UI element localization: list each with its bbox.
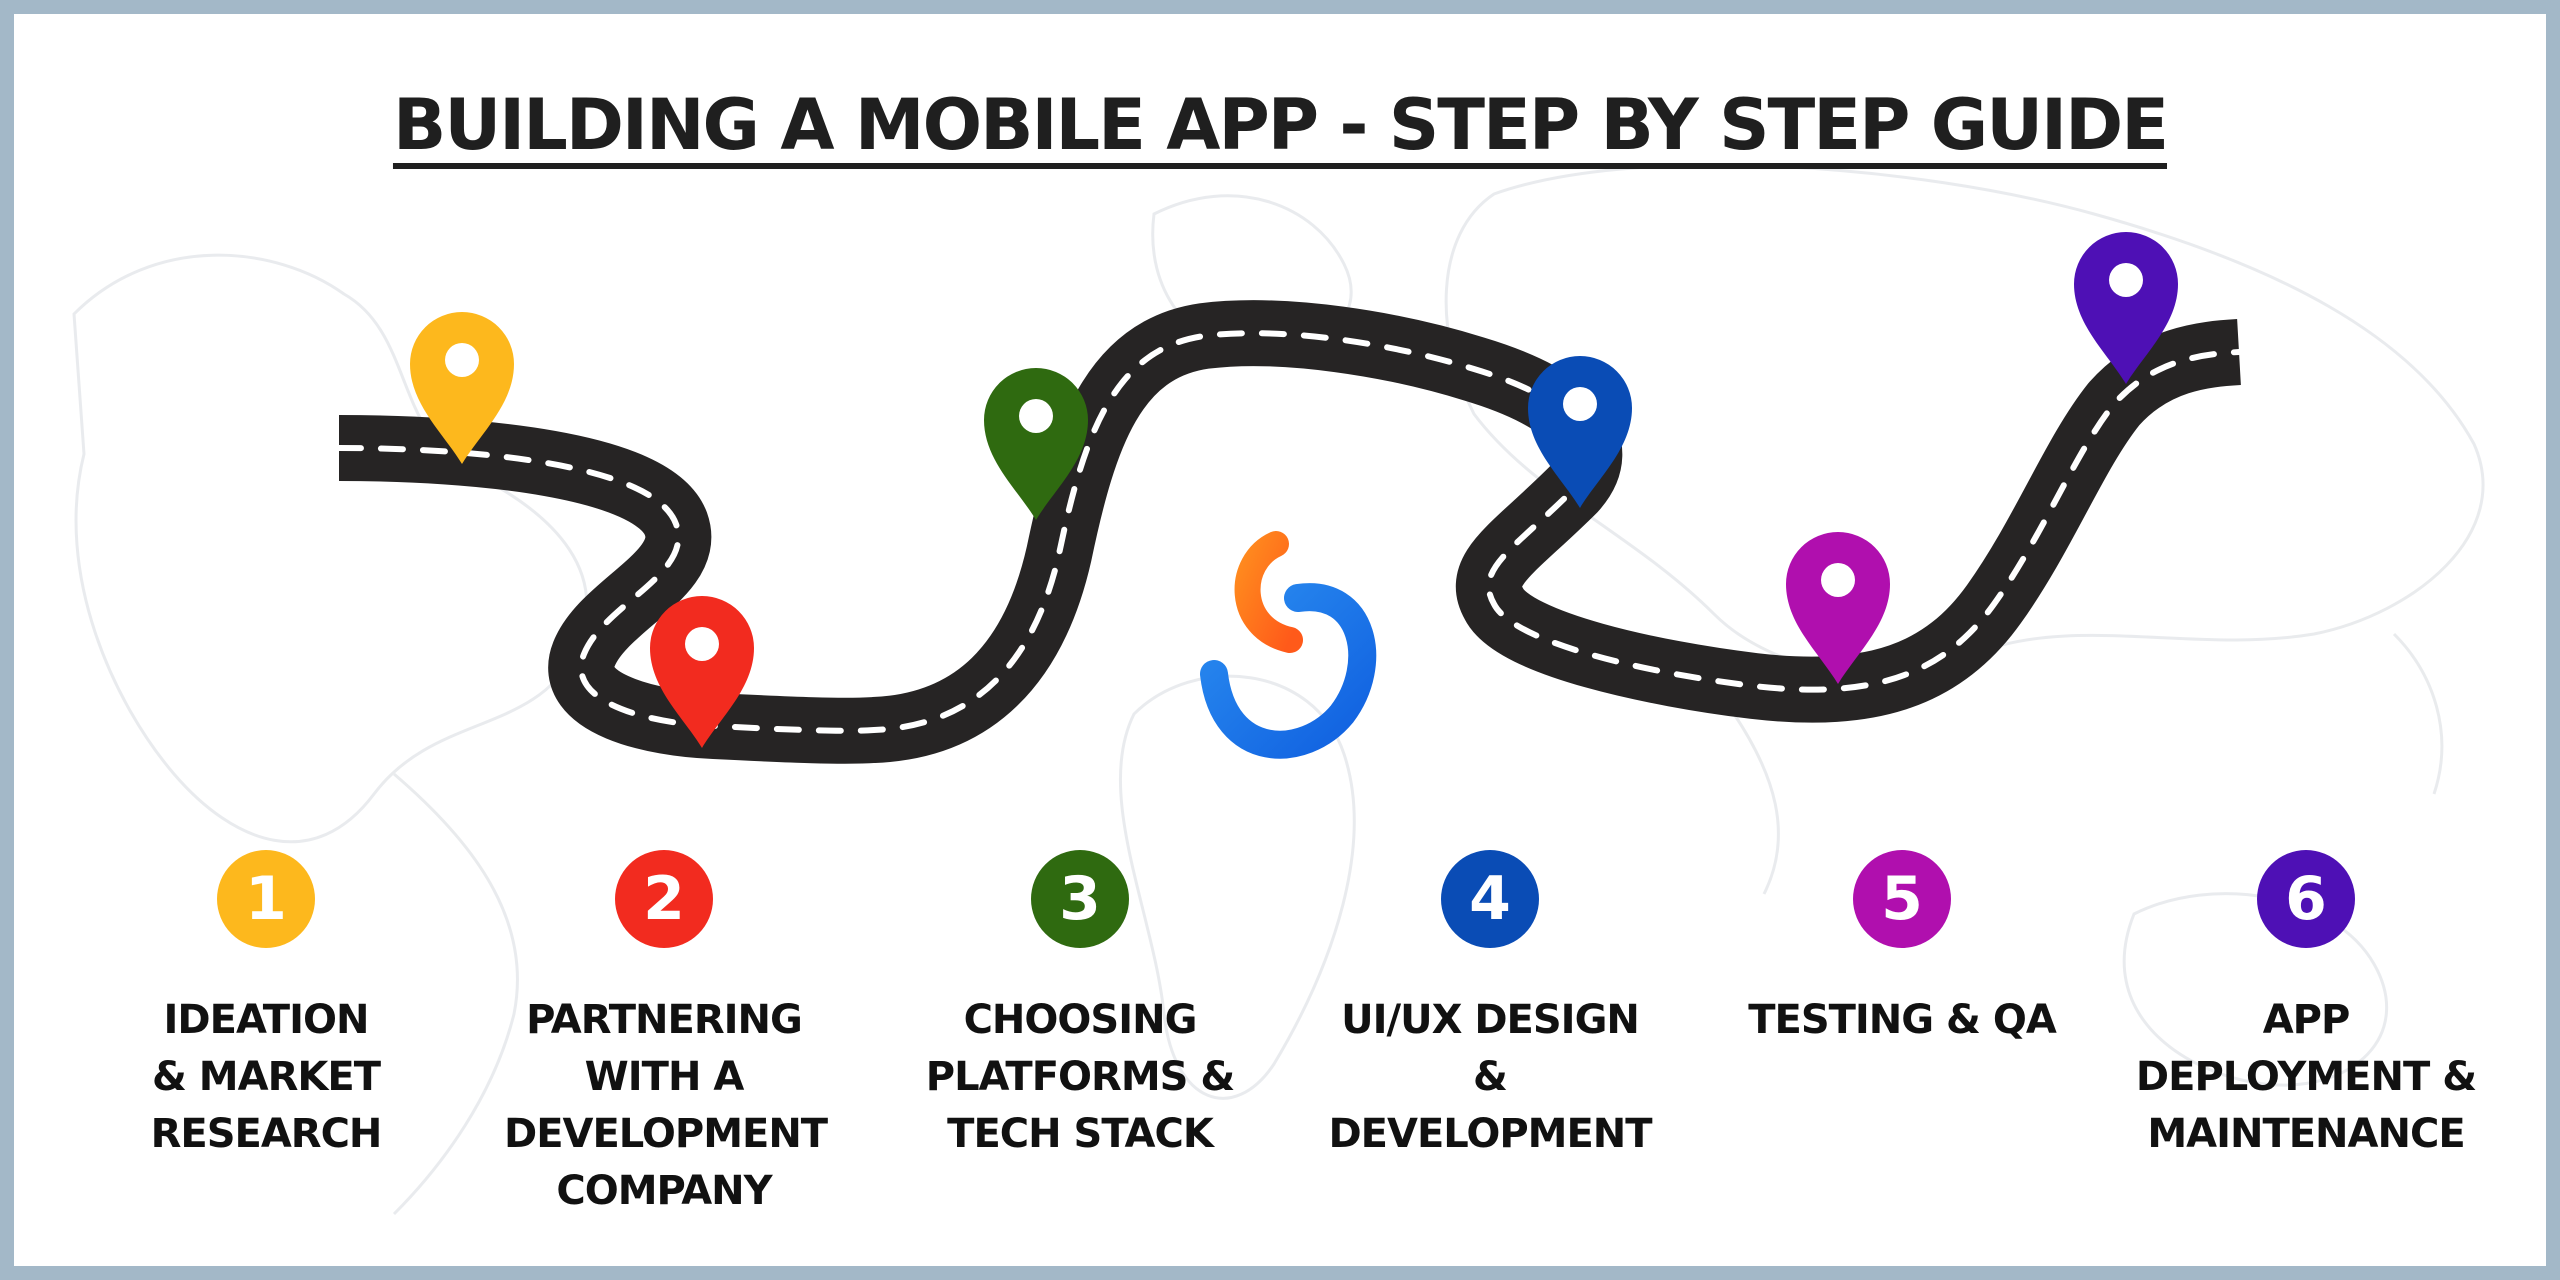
map-pin-icon xyxy=(984,368,1088,520)
step-5: 5 TESTING & QA xyxy=(1732,850,2072,1049)
step-label: IDEATION & MARKET RESEARCH xyxy=(150,997,383,1157)
step-number-badge: 6 xyxy=(2257,850,2355,948)
step-label: CHOOSING PLATFORMS & TECH STACK xyxy=(925,997,1236,1157)
step-1: 1 IDEATION & MARKET RESEARCH xyxy=(96,850,436,1163)
map-pin-icon xyxy=(650,596,754,748)
map-pin-icon xyxy=(410,312,514,464)
step-number-badge: 2 xyxy=(615,850,713,948)
step-number-badge: 4 xyxy=(1441,850,1539,948)
step-number-badge: 5 xyxy=(1853,850,1951,948)
step-3: 3 CHOOSING PLATFORMS & TECH STACK xyxy=(910,850,1250,1163)
step-label: UI/UX DESIGN & DEVELOPMENT xyxy=(1328,997,1652,1157)
map-pin-icon xyxy=(2074,232,2178,384)
brand-logo-icon xyxy=(1200,531,1377,759)
page-title: BUILDING A MOBILE APP - STEP BY STEP GUI… xyxy=(392,84,2169,166)
step-label: PARTNERING WITH A DEVELOPMENT COMPANY xyxy=(504,997,828,1214)
map-pin-icon xyxy=(1528,356,1632,508)
winding-road xyxy=(336,300,2242,764)
step-label: APP DEPLOYMENT & MAINTENANCE xyxy=(2135,997,2477,1157)
step-number-badge: 3 xyxy=(1031,850,1129,948)
step-4: 4 UI/UX DESIGN & DEVELOPMENT xyxy=(1320,850,1660,1163)
map-pin-icon xyxy=(1786,532,1890,684)
step-6: 6 APP DEPLOYMENT & MAINTENANCE xyxy=(2136,850,2477,1163)
step-2: 2 PARTNERING WITH A DEVELOPMENT COMPANY xyxy=(494,850,834,1220)
infographic: BUILDING A MOBILE APP - STEP BY STEP GUI… xyxy=(14,14,2546,1266)
step-number-badge: 1 xyxy=(217,850,315,948)
step-label: TESTING & QA xyxy=(1748,997,2057,1043)
roadmap-scene xyxy=(72,163,2485,1216)
